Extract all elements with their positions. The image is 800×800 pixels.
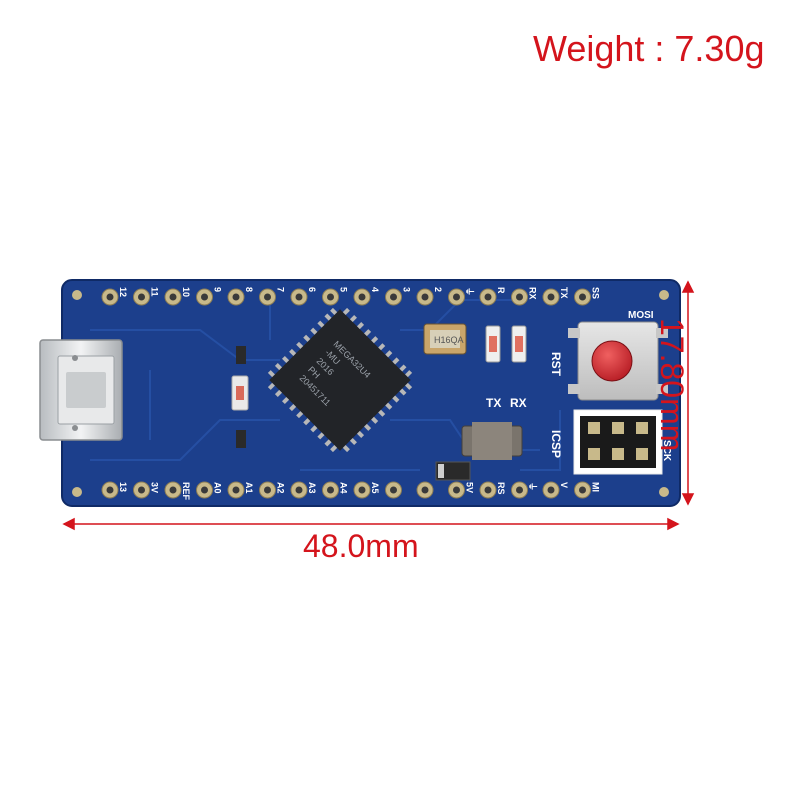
width-annotation: 48.0mm: [303, 528, 419, 564]
header-pin-hole: [390, 293, 397, 301]
pin-label: 2: [433, 287, 443, 292]
header-pin-hole: [295, 293, 303, 301]
header-pin-hole: [201, 293, 208, 301]
header-pin-hole: [453, 486, 460, 494]
header-pin-hole: [201, 486, 208, 494]
rx-label: RX: [510, 396, 527, 410]
mosi-label: MOSI: [628, 310, 654, 321]
pin-label: ⏚: [528, 482, 538, 491]
pin-label: REF: [181, 482, 191, 501]
pin-label: 3V: [150, 482, 160, 493]
header-pin-hole: [327, 293, 334, 301]
crystal: H16QA: [423, 323, 467, 355]
pin-label: 9: [213, 287, 223, 292]
pin-label: A0: [213, 482, 223, 494]
pin-label: SS: [591, 287, 601, 299]
header-pin-hole: [232, 486, 240, 494]
pin-label: V: [559, 482, 569, 488]
header-pin-hole: [579, 293, 586, 301]
weight-annotation: Weight : 7.30g: [533, 28, 765, 69]
header-pin-hole: [579, 486, 586, 494]
mount-hole: [72, 290, 82, 300]
pin-label: TX: [559, 287, 569, 299]
mount-hole: [72, 487, 82, 497]
header-pin-hole: [264, 486, 271, 494]
smd-resistor: [236, 346, 246, 364]
smd-diode: [435, 461, 471, 481]
header-pin-hole: [421, 486, 429, 494]
pin-label: A3: [307, 482, 317, 494]
pin-label: RS: [496, 482, 506, 495]
pin-label: MI: [591, 482, 601, 492]
rst-label: RST: [549, 352, 563, 377]
pin-label: 10: [181, 287, 191, 297]
header-pin-hole: [484, 486, 492, 494]
reset-button: [568, 321, 668, 401]
pin-label: 11: [150, 287, 160, 297]
pin-label: 5: [339, 287, 349, 292]
pin-label: 3: [402, 287, 412, 292]
pin-label: ⏚: [465, 287, 475, 296]
header-pin-hole: [547, 293, 555, 301]
header-pin-hole: [516, 486, 523, 494]
header-pin-hole: [453, 293, 460, 301]
dimension-lines: [62, 280, 695, 531]
height-annotation: 17.80mm: [654, 318, 690, 452]
sck-label: SCK: [661, 440, 672, 462]
header-pin-hole: [264, 293, 271, 301]
pin-label: 6: [307, 287, 317, 292]
header-pin-hole: [232, 293, 240, 301]
pin-label: A5: [370, 482, 380, 494]
header-pin-hole: [390, 486, 397, 494]
header-pin-hole: [547, 486, 555, 494]
header-pin-hole: [106, 293, 114, 301]
pin-label: 4: [370, 287, 380, 292]
tx-label: TX: [486, 396, 501, 410]
icsp-header: [573, 409, 663, 475]
header-pin-hole: [516, 293, 523, 301]
top-pin-row: 12 11 10 9 8 7 6 5 4 3 2 ⏚ R RX TX SS: [101, 287, 601, 306]
mount-hole: [659, 487, 669, 497]
header-pin-hole: [169, 293, 177, 301]
mount-hole: [659, 290, 669, 300]
header-pin-hole: [358, 486, 366, 494]
voltage-regulator: [461, 422, 523, 460]
icsp-label: ICSP: [549, 430, 563, 458]
header-pin-hole: [138, 486, 145, 494]
bottom-pin-row: 13 3V REF A0 A1 A2 A3 A4 A5 5V RS ⏚ V MI: [101, 481, 601, 501]
pin-label: A4: [339, 482, 349, 494]
pin-label: 13: [118, 482, 128, 492]
header-pin-hole: [358, 293, 366, 301]
smd-resistor: [236, 430, 246, 448]
header-pin-hole: [138, 293, 145, 301]
pin-label: A1: [244, 482, 254, 494]
pin-label: R: [496, 287, 506, 294]
header-pin-hole: [295, 486, 303, 494]
usb-connector: [39, 339, 123, 441]
pin-label: 8: [244, 287, 254, 292]
pin-label: 12: [118, 287, 128, 297]
header-pin-hole: [484, 293, 492, 301]
pin-label: RX: [528, 287, 538, 300]
crystal-marking: H16QA: [434, 335, 464, 345]
pin-label: A2: [276, 482, 286, 494]
header-pin-hole: [421, 293, 429, 301]
pin-label: 5V: [465, 482, 475, 493]
pin-label: 7: [276, 287, 286, 292]
header-pin-hole: [106, 486, 114, 494]
header-pin-hole: [169, 486, 177, 494]
header-pin-hole: [327, 486, 334, 494]
